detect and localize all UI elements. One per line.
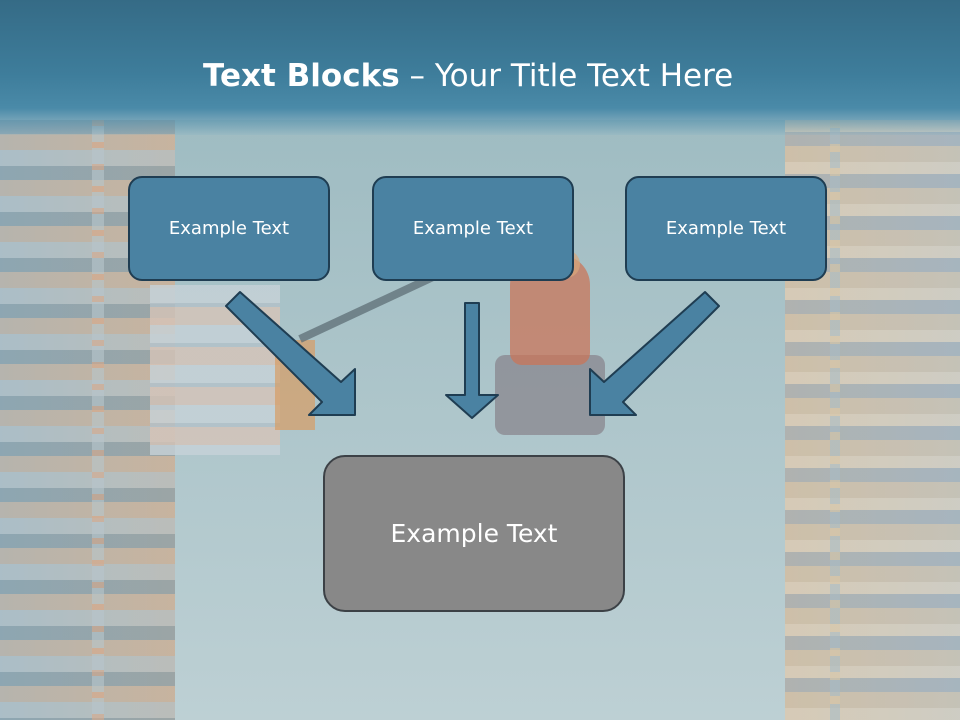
text-block-right-label: Example Text <box>665 218 787 239</box>
text-block-bottom-label: Example Text <box>390 519 558 548</box>
slide-title-bold: Text Blocks <box>203 58 400 94</box>
text-block-bottom[interactable]: Example Text <box>323 455 625 612</box>
text-block-left[interactable]: Example Text <box>128 176 330 281</box>
right-rack-edge <box>830 120 840 720</box>
text-block-middle-label: Example Text <box>412 218 534 239</box>
arrow-left-to-center <box>225 291 356 416</box>
arrow-middle-to-center <box>445 302 499 419</box>
text-block-middle[interactable]: Example Text <box>372 176 574 281</box>
title-bar <box>0 0 960 135</box>
left-rack-edge <box>92 120 104 720</box>
text-block-left-label: Example Text <box>168 218 290 239</box>
slide-title-rest: – Your Title Text Here <box>399 58 734 94</box>
text-block-right[interactable]: Example Text <box>625 176 827 281</box>
worker-legs <box>495 355 605 435</box>
arrow-right-to-center <box>589 291 720 416</box>
slide-title: Text Blocks – Your Title Text Here <box>203 54 733 98</box>
